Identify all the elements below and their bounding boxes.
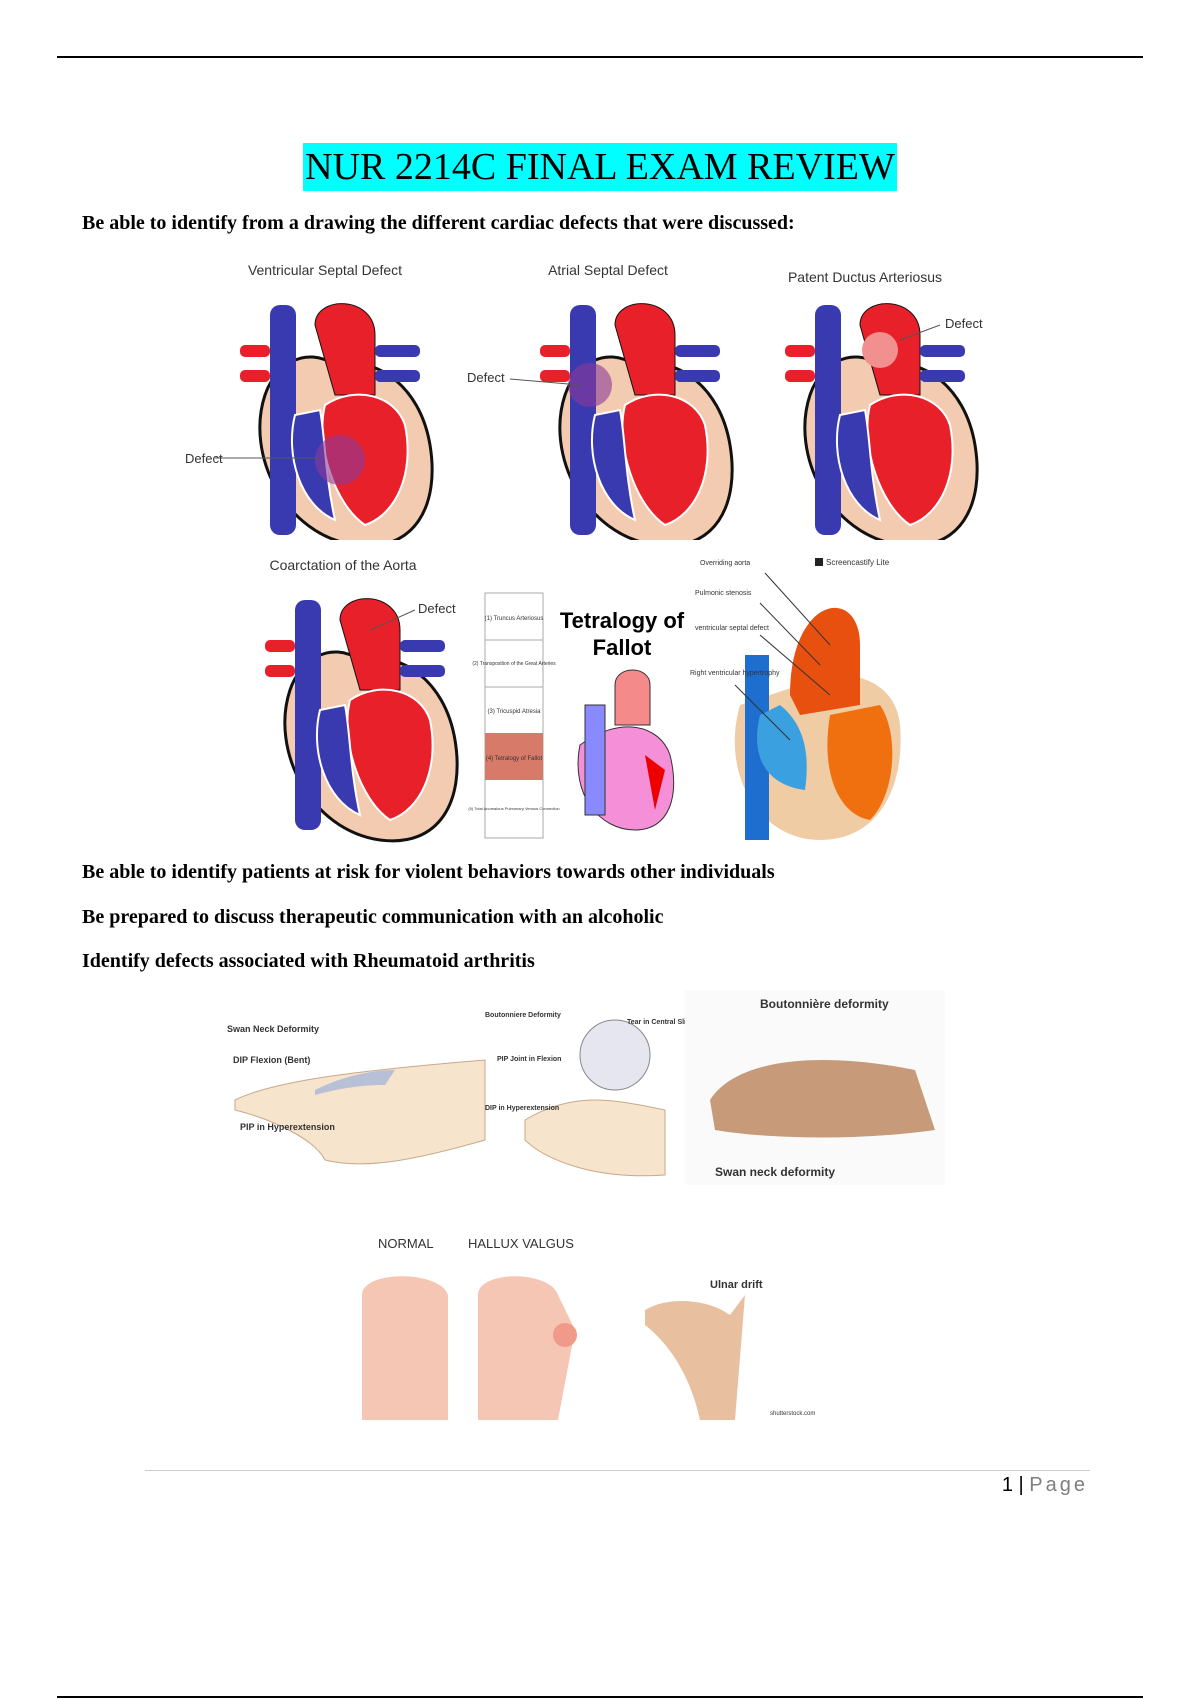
pda-label: Defect	[945, 316, 983, 331]
tof-list: (1) Truncus Arteriosus (2) Transposition…	[468, 592, 560, 839]
tof-list-item: (2) Transposition of the Great Arteries	[472, 661, 556, 667]
boutonniere-label: DIP in Hyperextension	[485, 1105, 559, 1112]
bottom-rule	[57, 1696, 1143, 1698]
tof-label: ventricular septal defect	[695, 625, 769, 632]
tof-list-item: (1) Truncus Arteriosus	[485, 616, 544, 622]
ra-hand-deformities: Swan Neck Deformity DIP Flexion (Bent) P…	[227, 990, 945, 1185]
page-separator: |	[1018, 1474, 1024, 1496]
swan-neck-title: Swan Neck Deformity	[227, 1024, 319, 1034]
cardiac-defects-row1: Ventricular Septal Defect Defect Atrial …	[185, 262, 983, 540]
tof-title-line2: Fallot	[593, 635, 652, 660]
tof-large-heart: Screencastify Lite Overriding aorta Pulm…	[690, 558, 901, 840]
normal-foot-label: NORMAL	[378, 1236, 434, 1251]
hallux-valgus-label: HALLUX VALGUS	[468, 1236, 574, 1251]
footer-rule	[145, 1470, 1090, 1471]
screencastify-watermark: Screencastify Lite	[826, 558, 890, 567]
boutonniere-title: Boutonniere Deformity	[485, 1012, 561, 1019]
title-wrap: NUR 2214C FINAL EXAM REVIEW	[0, 143, 1200, 191]
tof-label: Right ventricular hypertrophy	[690, 670, 780, 677]
coa-label: Defect	[418, 601, 456, 616]
swan-neck-label: DIP Flexion (Bent)	[233, 1055, 310, 1065]
boutonniere-label: PIP Joint in Flexion	[497, 1056, 561, 1063]
ulnar-drift-label: Ulnar drift	[710, 1279, 763, 1291]
pda-title: Patent Ductus Arteriosus	[788, 269, 942, 285]
paragraph-violent: Be able to identify patients at risk for…	[82, 861, 775, 883]
paragraph-ra: Identify defects associated with Rheumat…	[82, 950, 535, 972]
asd-title: Atrial Septal Defect	[548, 262, 668, 278]
photo-swan-neck-label: Swan neck deformity	[715, 1165, 835, 1179]
top-rule	[57, 56, 1143, 58]
swan-neck-label: PIP in Hyperextension	[240, 1122, 335, 1132]
paragraph-alcoholic: Be prepared to discuss therapeutic commu…	[82, 906, 664, 928]
page-number: 1 | Page	[1002, 1474, 1088, 1497]
tof-list-item: (4) Tetralogy of Fallot	[486, 756, 543, 762]
tof-title-line1: Tetralogy of	[560, 608, 685, 633]
tof-list-item: (5) Total Anomalous Pulmonary Venous Con…	[468, 806, 559, 811]
boutonniere-label: Tear in Central Slip	[627, 1019, 690, 1026]
cardiac-defects-row2: Coarctation of the Aorta Defect (1) Trun…	[263, 557, 901, 843]
image-credit: shutterstock.com	[770, 1411, 815, 1417]
page-title: NUR 2214C FINAL EXAM REVIEW	[303, 143, 897, 191]
page-number-value: 1	[1001, 1474, 1013, 1496]
tof-label: Pulmonic stenosis	[695, 590, 752, 597]
ra-feet-ulnar: NORMAL HALLUX VALGUS Ulnar drift shutter…	[362, 1236, 815, 1420]
tof-small-heart	[577, 669, 675, 831]
coa-title: Coarctation of the Aorta	[269, 557, 416, 573]
paragraph-cardiac: Be able to identify from a drawing the d…	[82, 212, 795, 234]
vsd-label: Defect	[185, 451, 223, 466]
tof-label: Overriding aorta	[700, 560, 750, 567]
page-label: Page	[1029, 1474, 1088, 1496]
tof-list-item: (3) Tricuspid Atresia	[487, 709, 541, 715]
vsd-title: Ventricular Septal Defect	[248, 262, 402, 278]
asd-label: Defect	[467, 370, 505, 385]
photo-boutonniere-label: Boutonnière deformity	[760, 997, 889, 1011]
